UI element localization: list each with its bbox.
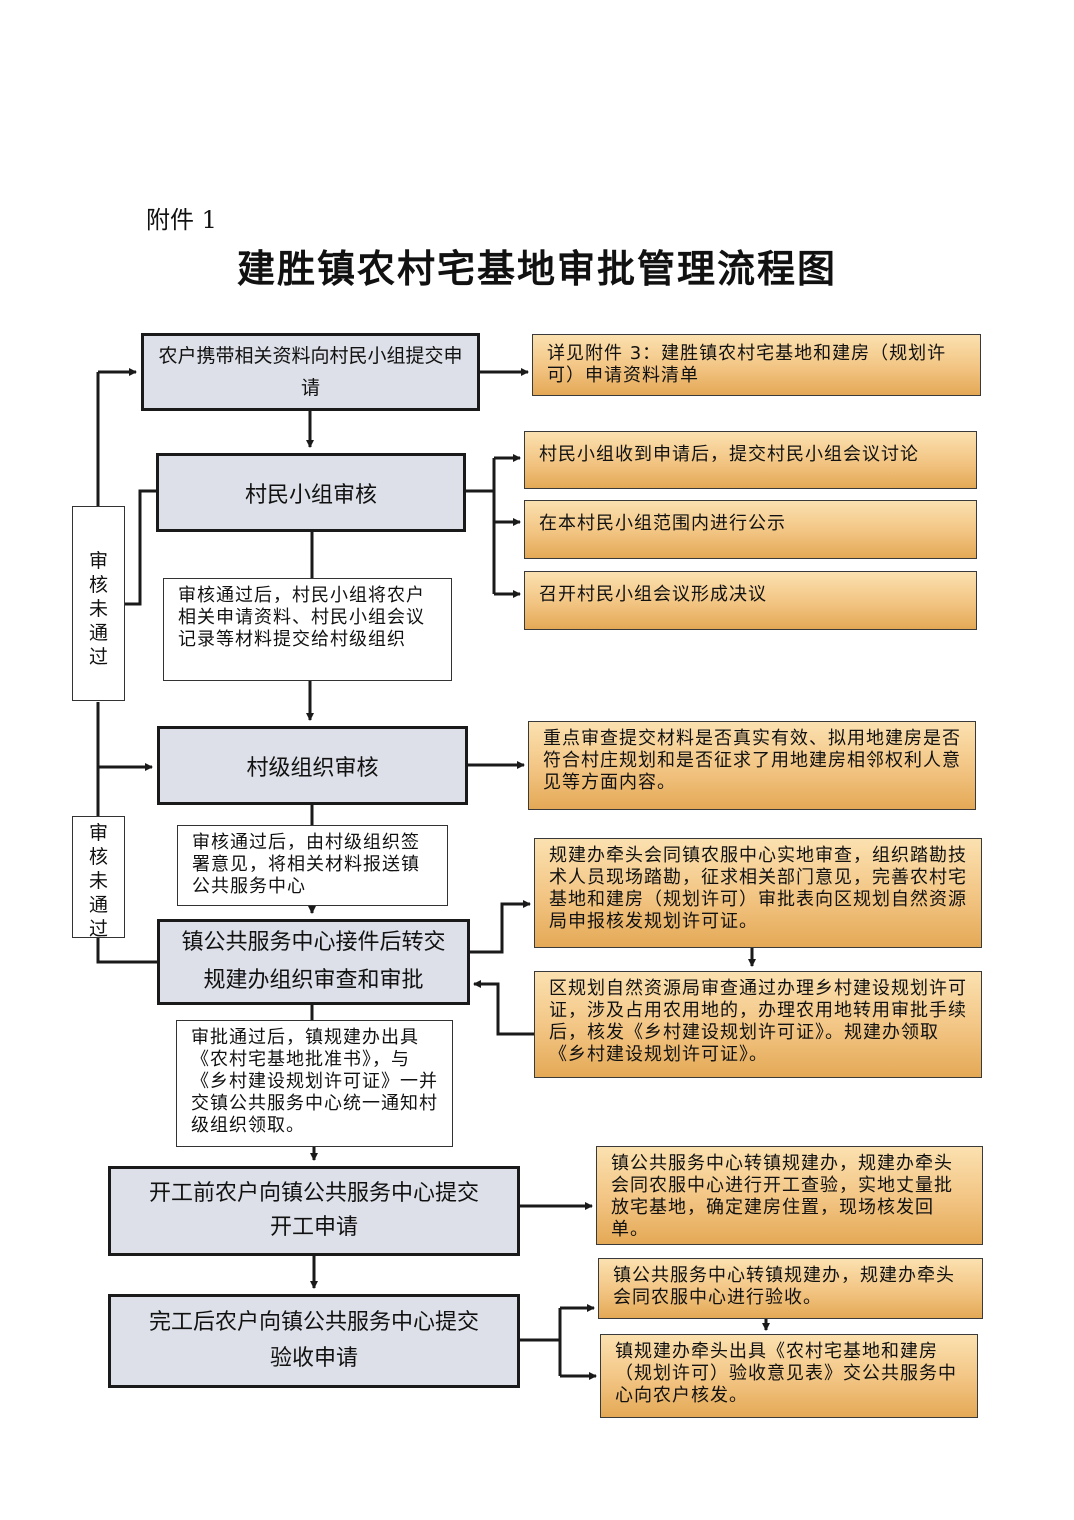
step-label: 镇公共服务中心接件后转交规建办组织审查和审批 [181,930,446,993]
detail-acceptance-form: 镇规建办牵头出具《农村宅基地和建房（规划许可）验收意见表》交公共服务中心向农户核… [600,1334,978,1418]
step-label: 农户携带相关资料向村民小组提交申请 [158,345,463,399]
loop-label-text: 审核未通过 [88,822,108,940]
step-town-center: 镇公共服务中心接件后转交规建办组织审查和审批 [157,919,470,1005]
loop-label-text: 审核未通过 [88,550,108,668]
step-label: 开工前农户向镇公共服务中心提交开工申请 [148,1181,479,1240]
detail-group-meeting: 村民小组收到申请后，提交村民小组会议讨论 [524,431,977,489]
detail-group-publicity: 在本村民小组范围内进行公示 [524,500,977,559]
note-approval-issued: 审批通过后，镇规建办出具《农村宅基地批准书》，与《乡村建设规划许可证》一并交镇公… [176,1020,453,1147]
loop-label-rejected-2: 审核未通过 [72,816,125,940]
note-village-submit: 审核通过后，由村级组织签署意见，将相关材料报送镇公共服务中心 [177,825,448,906]
step-start-application: 开工前农户向镇公共服务中心提交开工申请 [108,1166,520,1256]
detail-site-survey: 规建办牵头会同镇农服中心实地审查，组织踏勘技术人员现场踏勘，征求相关部门意见，完… [534,838,982,948]
step-group-review: 村民小组审核 [156,453,466,532]
step-label: 完工后农户向镇公共服务中心提交验收申请 [148,1310,479,1371]
step-village-review: 村级组织审核 [157,726,468,805]
detail-materials-list: 详见附件 3：建胜镇农村宅基地和建房（规划许可）申请资料清单 [532,334,981,396]
note-group-submit: 审核通过后，村民小组将农户相关申请资料、村民小组会议记录等材料提交给村级组织 [163,578,452,681]
detail-group-resolution: 召开村民小组会议形成决议 [524,571,977,630]
detail-acceptance-check: 镇公共服务中心转镇规建办，规建办牵头会同农服中心进行验收。 [598,1258,983,1319]
loop-s4-to-s3 [96,938,158,964]
loop-label-rejected-1: 审核未通过 [72,506,125,701]
page-title: 建胜镇农村宅基地审批管理流程图 [236,246,837,291]
step-farmer-application: 农户携带相关资料向村民小组提交申请 [141,333,480,411]
loop-s2-to-s1 [124,489,156,606]
step-label: 村级组织审核 [246,755,379,781]
step-acceptance-application: 完工后农户向镇公共服务中心提交验收申请 [108,1294,520,1388]
step-label: 村民小组审核 [244,482,377,508]
detail-start-inspection: 镇公共服务中心转镇规建办，规建办牵头会同农服中心进行开工查验，实地丈量批放宅基地… [596,1146,983,1245]
arrow-d7-s4 [473,980,534,1036]
annex-label: 附件 1 [146,206,217,234]
detail-planning-permit: 区规划自然资源局审查通过办理乡村建设规划许可证，涉及占用农用地的，办理农用地转用… [534,971,982,1078]
arrow-s4-d6 [470,900,531,954]
detail-village-check: 重点审查提交材料是否真实有效、拟用地建房是否符合村庄规划和是否征求了用地建房相邻… [528,721,976,810]
